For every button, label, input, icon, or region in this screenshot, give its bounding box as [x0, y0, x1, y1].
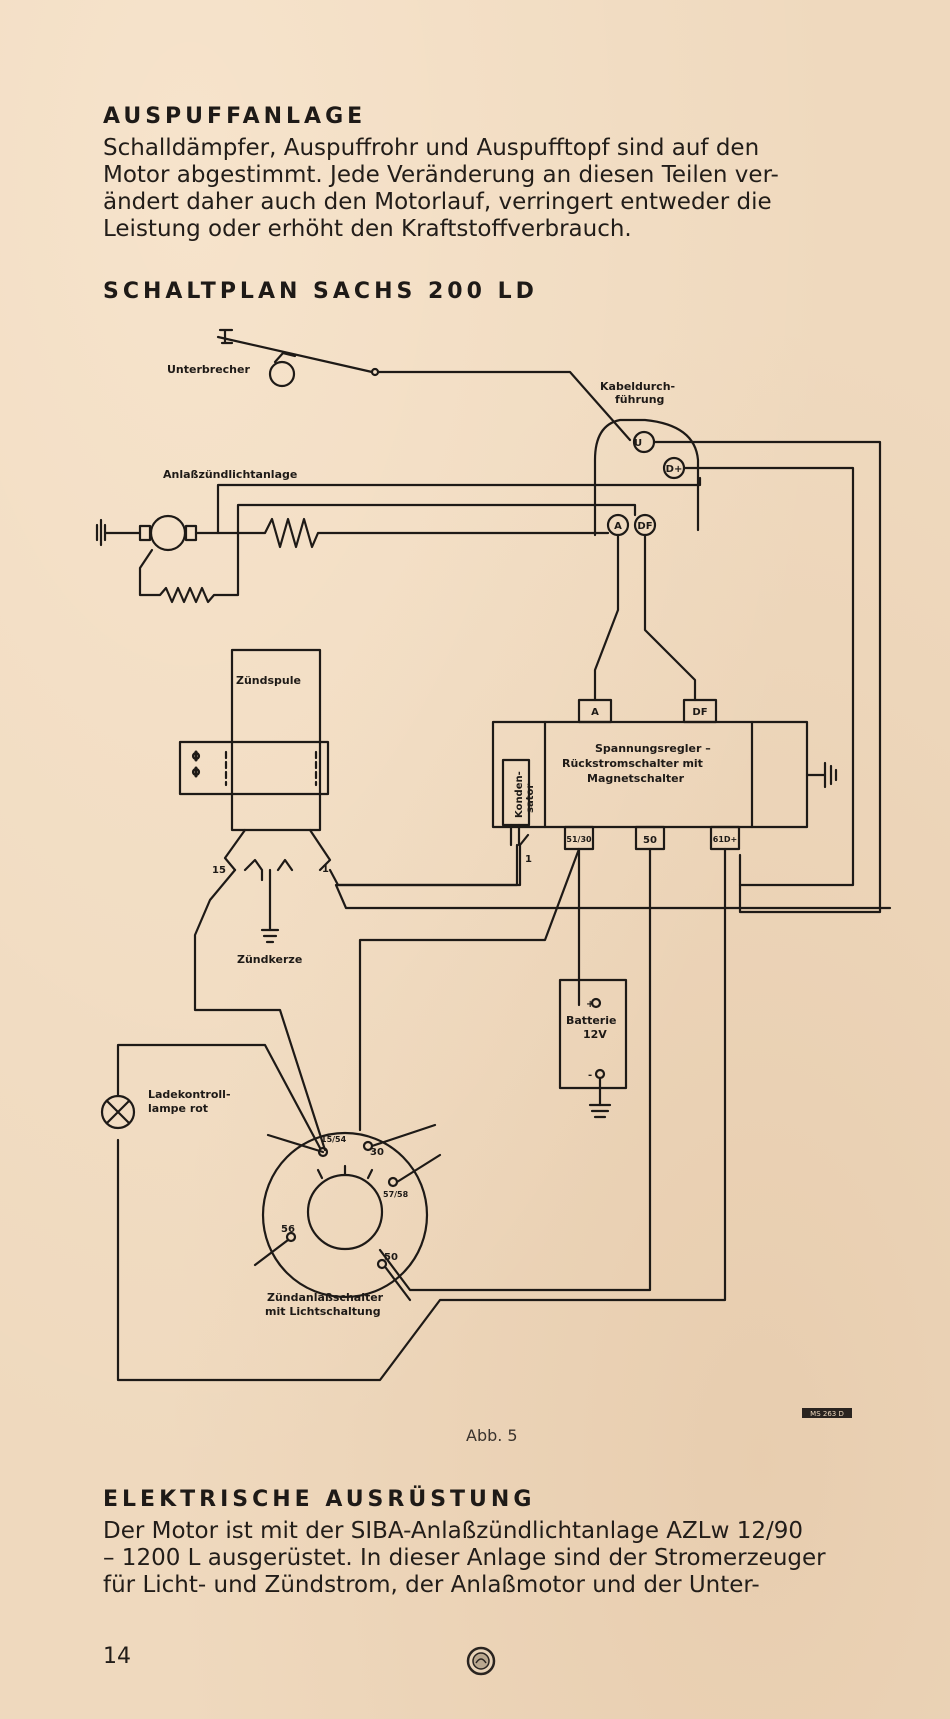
text-line: Schalldämpfer, Auspuffrohr und Auspuffto…: [103, 135, 760, 161]
label-unterbrecher: Unterbrecher: [167, 363, 250, 376]
battery: [558, 978, 628, 1090]
text-line: Leistung oder erhöht den Kraftstoffverbr…: [103, 216, 632, 242]
terminal-u: U: [634, 438, 642, 449]
breaker-cam: [268, 360, 296, 388]
print-stamp: MS 263 D: [810, 1410, 844, 1418]
label-zuendkerze: Zündkerze: [237, 953, 302, 966]
cable-bushing: [593, 418, 700, 537]
battery-minus: -: [588, 1070, 592, 1081]
text-line: Motor abgestimmt. Jede Veränderung an di…: [103, 162, 779, 188]
battery-plus: +: [586, 999, 594, 1010]
label-batterie: Batterie: [566, 1014, 616, 1027]
heading-elektrische-ausruestung: ELEKTRISCHE AUSRÜSTUNG: [103, 1487, 536, 1512]
regulator-terminal-61d: 61D+: [713, 835, 737, 844]
paragraph-elektrische-ausruestung: Der Motor ist mit der SIBA-Anlaßzündlich…: [103, 1518, 877, 1599]
ignition-switch: [261, 1131, 429, 1299]
regulator-terminal-a: A: [591, 707, 599, 718]
label-ladekontrolllampe-2: lampe rot: [148, 1102, 208, 1115]
label-zuendanlassschalter-1: Zündanlaßschalter: [267, 1291, 384, 1304]
label-spannungsregler-3: Magnetschalter: [587, 772, 685, 785]
paragraph-auspuffanlage: Schalldämpfer, Auspuffrohr und Auspuffto…: [103, 135, 877, 243]
label-anlasszuendlichtanlage: Anlaßzündlichtanlage: [163, 468, 297, 481]
label-kabeldurchfuehrung-1: Kabeldurch-: [600, 380, 675, 393]
publisher-seal-icon: [466, 1646, 496, 1676]
generator-symbol: [149, 514, 187, 552]
switch-terminal-5758: 57/58: [383, 1190, 409, 1199]
label-kabeldurchfuehrung-2: führung: [615, 393, 664, 406]
ignition-coil: [230, 648, 322, 832]
breaker-arm: [216, 335, 374, 374]
terminal-df: DF: [637, 521, 652, 532]
coil-terminal-1: 1: [322, 864, 329, 875]
text-line: ändert daher auch den Motorlauf, verring…: [103, 189, 772, 215]
figure-caption: Abb. 5: [466, 1426, 518, 1445]
condenser-terminal-1: 1: [525, 854, 532, 865]
regulator-terminal-df: DF: [692, 707, 707, 718]
label-ladekontrolllampe-1: Ladekontroll-: [148, 1088, 231, 1101]
terminal-d-plus: D+: [666, 464, 683, 475]
label-kondensator-1: Konden-: [514, 771, 525, 818]
switch-terminal-1554: 15/54: [321, 1135, 347, 1144]
regulator-terminal-5130: 51/30: [566, 835, 592, 844]
text-line: – 1200 L ausgerüstet. In dieser Anlage s…: [103, 1545, 826, 1571]
switch-terminal-30: 30: [370, 1147, 384, 1158]
condenser: [501, 758, 531, 827]
regulator-terminal-50: 50: [643, 835, 657, 846]
coil-terminal-15: 15: [212, 865, 226, 876]
label-spannungsregler-2: Rückstromschalter mit: [562, 757, 703, 770]
heading-auspuffanlage: AUSPUFFANLAGE: [103, 104, 367, 129]
text-line: Der Motor ist mit der SIBA-Anlaßzündlich…: [103, 1518, 803, 1544]
label-zuendanlassschalter-2: mit Lichtschaltung: [265, 1305, 381, 1318]
page-number: 14: [103, 1644, 131, 1669]
label-zuendspule: Zündspule: [236, 674, 301, 687]
label-kondensator-2: sator: [525, 784, 536, 813]
text-line: für Licht- und Zündstrom, der Anlaßmotor…: [103, 1572, 760, 1598]
heading-schaltplan: SCHALTPLAN SACHS 200 LD: [103, 279, 538, 304]
label-spannungsregler-1: Spannungsregler –: [595, 742, 711, 755]
terminal-a: A: [614, 521, 622, 532]
label-batterie-volt: 12V: [583, 1028, 607, 1041]
switch-terminal-56: 56: [281, 1224, 295, 1235]
switch-terminal-50: 50: [384, 1252, 398, 1263]
